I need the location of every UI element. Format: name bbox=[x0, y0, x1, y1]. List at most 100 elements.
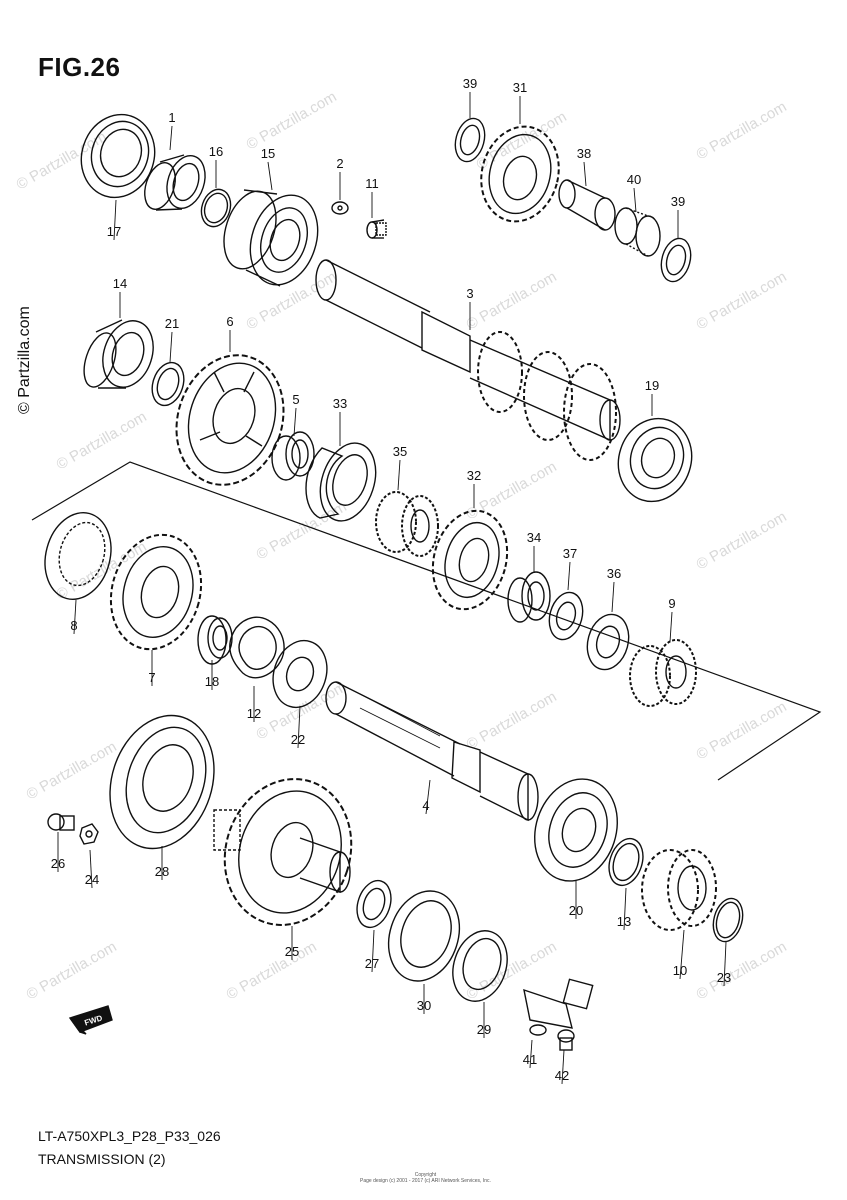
part-label[interactable]: 27 bbox=[365, 956, 379, 971]
part-label[interactable]: 14 bbox=[113, 276, 127, 291]
part-label[interactable]: 36 bbox=[607, 566, 621, 581]
part-label[interactable]: 25 bbox=[285, 944, 299, 959]
bearing-15[interactable] bbox=[215, 185, 329, 294]
bearing-1[interactable] bbox=[139, 151, 211, 213]
needle-bearing-40[interactable] bbox=[614, 207, 661, 257]
washer-22[interactable] bbox=[265, 634, 335, 715]
leader-line bbox=[293, 407, 297, 437]
part-label[interactable]: 7 bbox=[148, 670, 155, 685]
part-label[interactable]: 39 bbox=[671, 194, 685, 209]
washer-2[interactable] bbox=[331, 201, 349, 215]
watermark-text: © Partzilla.com bbox=[694, 698, 790, 763]
leader-line bbox=[669, 611, 673, 643]
washer-39-top[interactable] bbox=[451, 115, 489, 165]
part-label[interactable]: 15 bbox=[261, 146, 275, 161]
gear-25[interactable] bbox=[206, 762, 370, 941]
ring-13[interactable] bbox=[603, 834, 648, 890]
part-label[interactable]: 13 bbox=[617, 914, 631, 929]
part-label[interactable]: 19 bbox=[645, 378, 659, 393]
leader-line bbox=[169, 331, 173, 363]
part-label[interactable]: 35 bbox=[393, 444, 407, 459]
bearing-28[interactable] bbox=[93, 702, 230, 862]
part-label[interactable]: 32 bbox=[467, 468, 481, 483]
part-label[interactable]: 6 bbox=[226, 314, 233, 329]
gear-35[interactable] bbox=[375, 491, 439, 557]
leader-line bbox=[297, 705, 301, 749]
model-code: LT-A750XPL3_P28_P33_026 bbox=[38, 1128, 221, 1144]
watermark-text: © Partzilla.com bbox=[474, 108, 570, 173]
bearing-17[interactable] bbox=[71, 105, 165, 207]
part-label[interactable]: 23 bbox=[717, 970, 731, 985]
shaft-3[interactable] bbox=[315, 259, 621, 442]
part-label[interactable]: 16 bbox=[209, 144, 223, 159]
lock-washer-36[interactable] bbox=[581, 610, 634, 674]
gear-9[interactable] bbox=[629, 639, 697, 707]
part-label[interactable]: 10 bbox=[673, 963, 687, 978]
part-label[interactable]: 3 bbox=[466, 286, 473, 301]
shaft-4[interactable] bbox=[325, 681, 539, 822]
gear-7[interactable] bbox=[98, 525, 213, 660]
gear-32[interactable] bbox=[422, 502, 517, 617]
part-label[interactable]: 37 bbox=[563, 546, 577, 561]
speed-sensor-41[interactable] bbox=[523, 978, 594, 1036]
gear-31[interactable] bbox=[471, 118, 569, 230]
bearing-20[interactable] bbox=[522, 768, 630, 892]
circlip-23[interactable] bbox=[709, 895, 747, 945]
part-label[interactable]: 18 bbox=[205, 674, 219, 689]
part-label[interactable]: 40 bbox=[627, 172, 641, 187]
bearing-30[interactable] bbox=[377, 882, 470, 991]
part-label[interactable]: 30 bbox=[417, 998, 431, 1013]
watermark-text: © Partzilla.com bbox=[14, 128, 110, 193]
part-label[interactable]: 29 bbox=[477, 1022, 491, 1037]
part-label[interactable]: 4 bbox=[422, 798, 429, 813]
part-label[interactable]: 42 bbox=[555, 1068, 569, 1083]
part-label[interactable]: 9 bbox=[668, 596, 675, 611]
screw-11[interactable] bbox=[366, 219, 387, 239]
part-label[interactable]: 26 bbox=[51, 856, 65, 871]
part-label[interactable]: 22 bbox=[291, 732, 305, 747]
part-label[interactable]: 33 bbox=[333, 396, 347, 411]
watermark-text: © Partzilla.com bbox=[464, 938, 560, 1003]
gear-6[interactable] bbox=[160, 341, 300, 499]
gear-10[interactable] bbox=[641, 849, 717, 931]
watermark-text: © Partzilla.com bbox=[244, 88, 340, 153]
part-label[interactable]: 2 bbox=[336, 156, 343, 171]
leader-line bbox=[89, 849, 93, 889]
part-label[interactable]: 31 bbox=[513, 80, 527, 95]
part-label[interactable]: 41 bbox=[523, 1052, 537, 1067]
part-label[interactable]: 20 bbox=[569, 903, 583, 918]
part-label[interactable]: 11 bbox=[365, 176, 379, 191]
clutch-hub-8[interactable] bbox=[36, 505, 121, 607]
bolt-42[interactable] bbox=[557, 1029, 575, 1051]
lock-washer-37[interactable] bbox=[544, 589, 587, 644]
washer-39-right[interactable] bbox=[657, 235, 695, 285]
part-label[interactable]: 39 bbox=[463, 76, 477, 91]
leader-line bbox=[113, 199, 117, 241]
nut-24[interactable] bbox=[79, 823, 99, 845]
ring-27[interactable] bbox=[351, 876, 396, 932]
bushing-18[interactable] bbox=[197, 615, 233, 665]
sleeve-38[interactable] bbox=[558, 179, 616, 231]
part-label[interactable]: 12 bbox=[247, 706, 261, 721]
lock-washer-12[interactable] bbox=[229, 616, 285, 679]
bearing-19[interactable] bbox=[608, 409, 702, 511]
shift-fork-33[interactable] bbox=[305, 436, 385, 528]
oil-seal-29[interactable] bbox=[444, 924, 516, 1009]
part-label[interactable]: 8 bbox=[70, 618, 77, 633]
bearing-14[interactable] bbox=[78, 314, 161, 394]
leader-line bbox=[561, 1049, 565, 1085]
bushing-5[interactable] bbox=[271, 431, 315, 481]
part-label[interactable]: 5 bbox=[292, 392, 299, 407]
ring-21[interactable] bbox=[147, 358, 189, 409]
watermark-text: © Partzilla.com bbox=[694, 938, 790, 1003]
part-label[interactable]: 21 bbox=[165, 316, 179, 331]
part-label[interactable]: 24 bbox=[85, 872, 99, 887]
part-label[interactable]: 28 bbox=[155, 864, 169, 879]
part-label[interactable]: 1 bbox=[168, 110, 175, 125]
part-label[interactable]: 34 bbox=[527, 530, 541, 545]
bolt-26[interactable] bbox=[47, 813, 75, 831]
ring-16[interactable] bbox=[197, 186, 235, 231]
part-label[interactable]: 17 bbox=[107, 224, 121, 239]
bushing-34[interactable] bbox=[507, 571, 551, 623]
part-label[interactable]: 38 bbox=[577, 146, 591, 161]
